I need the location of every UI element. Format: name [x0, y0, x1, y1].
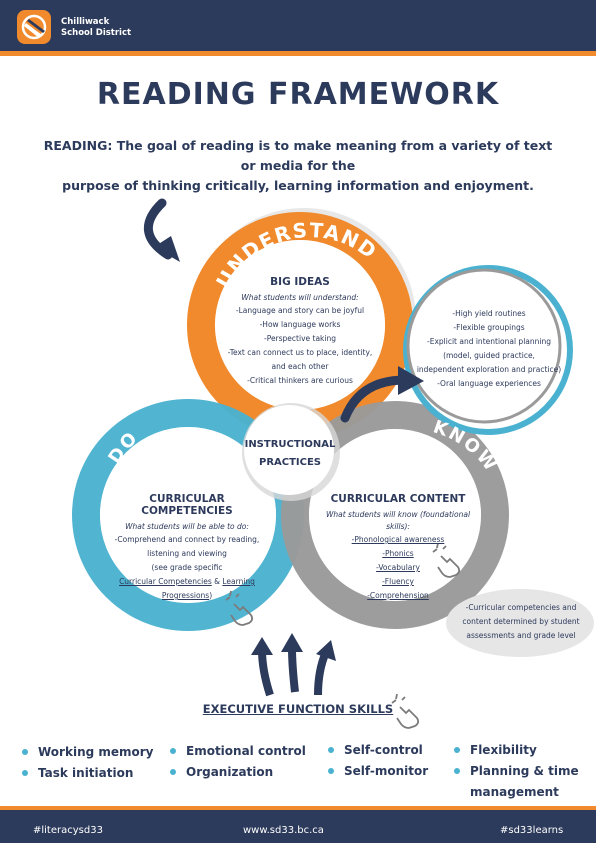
footer-accent: [0, 806, 596, 810]
big-ideas-block: BIG IDEAS What students will understand:…: [212, 276, 388, 388]
skill-item: Organization: [170, 764, 273, 780]
content-link[interactable]: -Fluency: [382, 577, 414, 586]
assessment-line: assessments and grade level: [466, 631, 576, 640]
center-line-1: INSTRUCTIONAL: [244, 439, 336, 450]
pointer-hand-icon: [391, 693, 420, 729]
footer-website-link[interactable]: www.sd33.bc.ca: [243, 825, 324, 836]
practices-item: independent exploration and practice): [416, 365, 562, 374]
footer-hashtag-right[interactable]: #sd33learns: [500, 825, 564, 836]
competencies-item: (see grade specific: [151, 563, 223, 572]
goal-lead: READING:: [43, 138, 113, 153]
center-line-2: PRACTICES: [258, 457, 322, 468]
skill-item: Self-control: [328, 742, 423, 758]
instructional-practices-label: INSTRUCTIONAL PRACTICES: [240, 436, 340, 472]
big-ideas-item: -Text can connect us to place, identity,: [227, 348, 373, 357]
amp-text: &: [211, 577, 223, 586]
practices-item: -Explicit and intentional planning: [427, 337, 551, 346]
goal-line-1: The goal of reading is to make meaning f…: [116, 138, 553, 173]
competencies-intro: What students will be able to do:: [125, 522, 249, 531]
competencies-links-2: Progressions): [103, 589, 271, 603]
district-line-2: School District: [61, 28, 132, 38]
content-intro: What students will know (foundational sk…: [325, 510, 471, 531]
competencies-item: listening and viewing: [147, 549, 227, 558]
content-link[interactable]: -Comprehension: [367, 591, 429, 600]
district-logo: [17, 10, 51, 44]
close-paren: ): [209, 591, 213, 600]
header-bar: Chilliwack School District: [0, 0, 596, 56]
practices-item: (model, guided practice,: [443, 351, 535, 360]
skill-item: Working memory: [22, 744, 154, 760]
pointer-hand-icon: [432, 542, 461, 578]
content-link[interactable]: -Phonological awareness: [351, 535, 445, 544]
learning-link[interactable]: Learning: [222, 577, 255, 586]
skill-item: Self-monitor: [328, 763, 428, 779]
practices-item: -Flexible groupings: [453, 323, 525, 332]
reading-goal: READING: The goal of reading is to make …: [40, 136, 556, 196]
big-ideas-item: -Critical thinkers are curious: [247, 376, 353, 385]
curricular-competencies-block: CURRICULAR COMPETENCIES What students wi…: [103, 493, 271, 603]
pointer-hand-icon: [225, 590, 254, 626]
content-link[interactable]: -Phonics: [382, 549, 414, 558]
curved-arrow-icon: [143, 198, 180, 262]
big-ideas-heading: BIG IDEAS: [270, 276, 330, 288]
skill-item: Planning & time: [454, 763, 579, 779]
content-heading: CURRICULAR CONTENT: [330, 493, 466, 505]
competencies-item: -Comprehend and connect by reading,: [114, 535, 260, 544]
executive-skills-heading: EXECUTIVE FUNCTION SKILLS: [202, 702, 394, 716]
practices-item: -Oral language experiences: [437, 379, 541, 388]
practices-list: -High yield routines -Flexible groupings…: [414, 307, 564, 391]
assessment-note: -Curricular competencies and content det…: [456, 601, 586, 643]
big-ideas-item: -Perspective taking: [263, 334, 336, 343]
big-ideas-item: -How language works: [259, 320, 341, 329]
practices-arrow-icon: [340, 366, 424, 423]
competencies-heading: CURRICULAR COMPETENCIES: [141, 493, 233, 517]
big-ideas-intro: What students will understand:: [241, 293, 359, 302]
up-arrows-icon: [251, 633, 336, 697]
content-link[interactable]: -Vocabulary: [376, 563, 420, 572]
skill-item: Flexibility: [454, 742, 537, 758]
big-ideas-item: and each other: [271, 362, 329, 371]
footer-bar: #literacysd33 www.sd33.bc.ca #sd33learns: [0, 806, 596, 843]
assessment-line: content determined by student: [462, 617, 580, 626]
practices-item: -High yield routines: [452, 309, 526, 318]
page-title: READING FRAMEWORK: [96, 77, 500, 112]
district-name: Chilliwack School District: [61, 17, 131, 39]
header-accent: [0, 51, 596, 56]
competencies-link[interactable]: Curricular Competencies: [119, 577, 212, 586]
curricular-content-block: CURRICULAR CONTENT What students will kn…: [318, 493, 478, 603]
district-line-1: Chilliwack: [61, 17, 110, 27]
skill-item: Emotional control: [170, 743, 306, 759]
big-ideas-item: -Language and story can be joyful: [235, 306, 365, 315]
competencies-links: Curricular Competencies & Learning: [103, 575, 271, 589]
assessment-oval: [446, 589, 594, 657]
goal-line-2: purpose of thinking critically, learning…: [62, 178, 534, 193]
skill-item-continued: management: [470, 785, 559, 799]
assessment-line: -Curricular competencies and: [465, 603, 577, 612]
footer-hashtag-left[interactable]: #literacysd33: [33, 825, 103, 836]
skill-item: Task initiation: [22, 765, 133, 781]
progressions-link[interactable]: Progressions: [161, 591, 210, 600]
